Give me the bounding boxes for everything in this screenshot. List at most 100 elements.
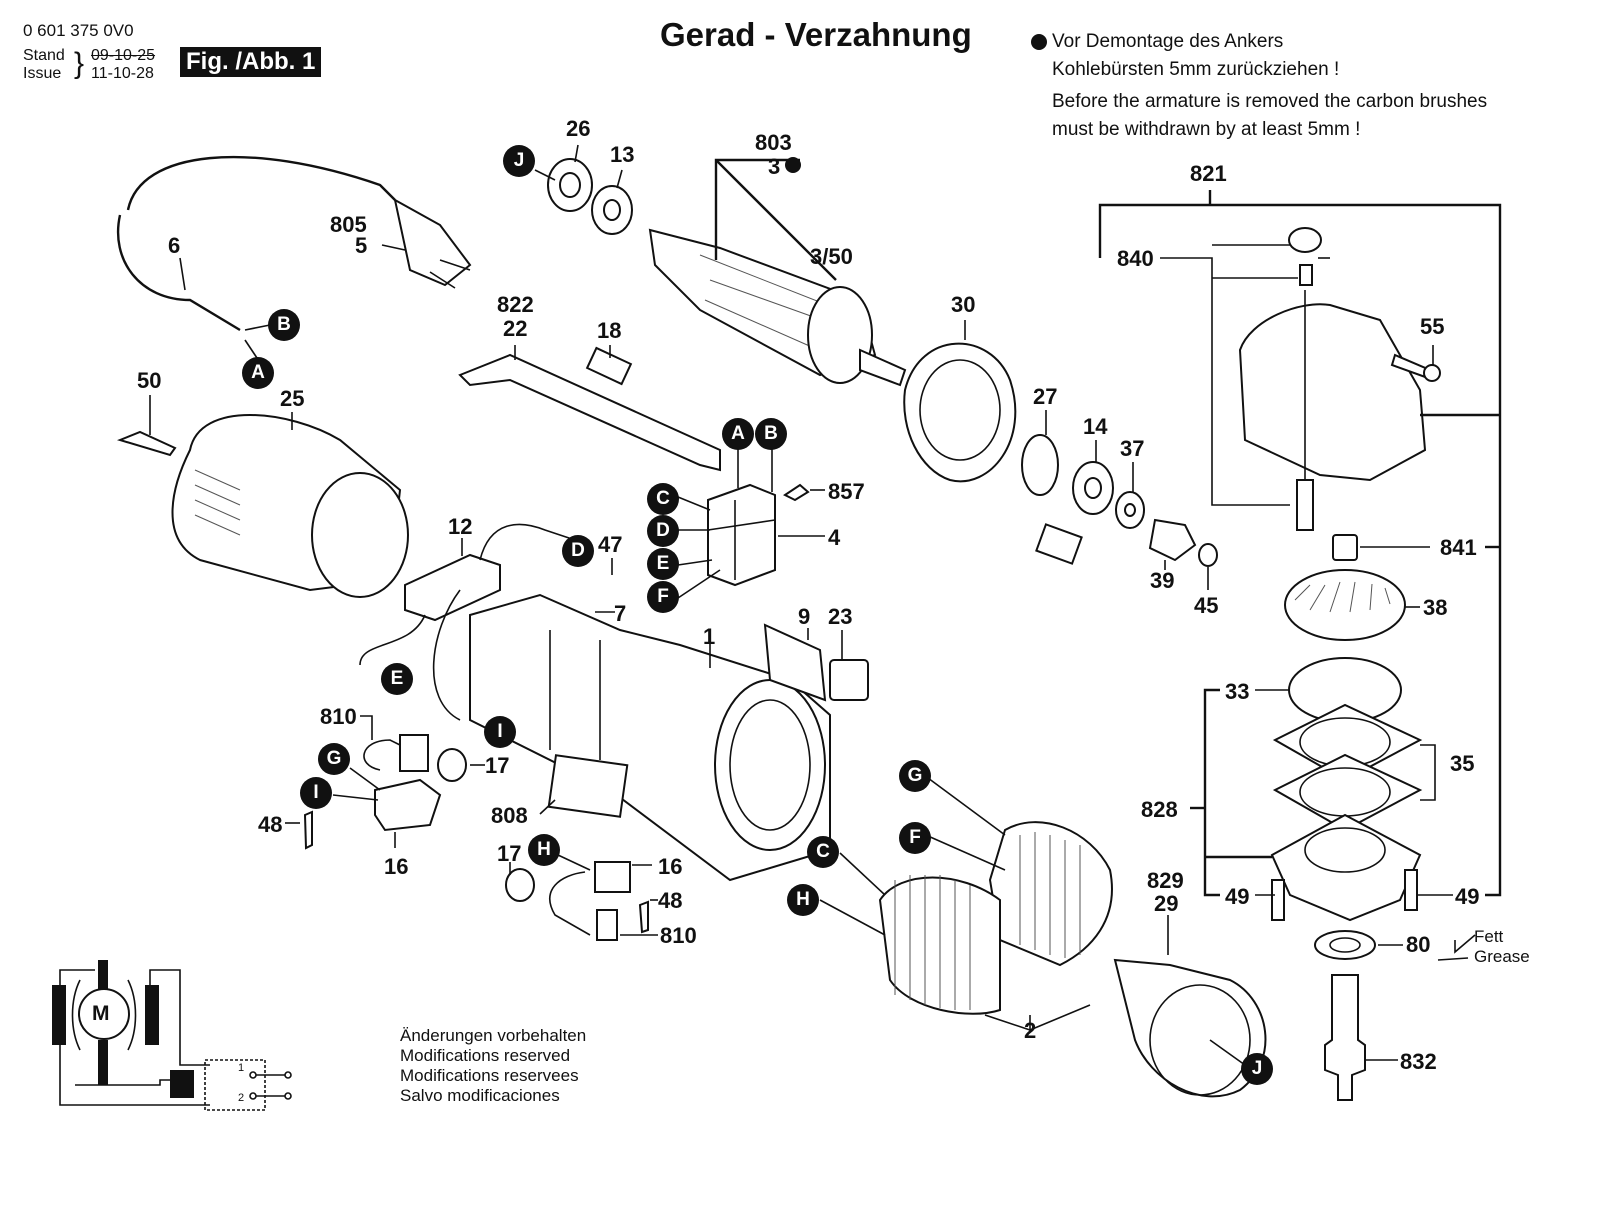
connection-marker-j: J — [1241, 1053, 1273, 1085]
mods-line-fr: Modifications reservees — [400, 1066, 579, 1085]
connection-marker-c: C — [647, 483, 679, 515]
part-label: 13 — [610, 142, 635, 167]
part-label: 7 — [614, 601, 627, 626]
connection-marker-i: I — [484, 716, 516, 748]
part-label: 821 — [1190, 161, 1227, 186]
part-label: 25 — [280, 386, 305, 411]
switch-block — [707, 483, 810, 587]
connection-marker-b: B — [755, 418, 787, 450]
part-label: 33 — [1225, 679, 1250, 704]
part-label: 55 — [1420, 314, 1445, 339]
part-label: 50 — [137, 368, 162, 393]
part-label: 12 — [448, 514, 473, 539]
switch-position-2: 2 — [238, 1092, 245, 1104]
field-coils — [819, 777, 1113, 1031]
part-label: 841 — [1440, 535, 1477, 560]
connection-marker-h: H — [528, 834, 560, 866]
motor-housing — [116, 414, 409, 598]
part-label: 832 — [1400, 1049, 1437, 1074]
part-label: 4 — [828, 525, 841, 550]
part-label: 49 — [1455, 884, 1480, 909]
mods-line-es: Salvo modificaciones — [400, 1086, 560, 1105]
wiring-schematic — [52, 960, 292, 1111]
connection-marker-e: E — [381, 663, 413, 695]
stand-label: Stand — [23, 47, 65, 64]
part-label: 805 — [330, 212, 367, 237]
part-label: 14 — [1083, 414, 1108, 439]
part-label: 6 — [168, 233, 181, 258]
page-title: Gerad - Verzahnung — [660, 16, 972, 53]
connection-marker-g: G — [899, 760, 931, 792]
gear-head — [1098, 190, 1502, 897]
connection-marker-h: H — [787, 884, 819, 916]
switch-rod — [458, 346, 721, 472]
connection-marker-d: D — [562, 535, 594, 567]
part-label: 840 — [1117, 246, 1154, 271]
grease-label-de: Fett — [1474, 927, 1504, 946]
brush-holders — [303, 734, 649, 941]
part-label: 16 — [658, 854, 683, 879]
modifications-note: Änderungen vorbehalten Modifications res… — [400, 1026, 586, 1106]
part-label: 23 — [828, 604, 853, 629]
connection-marker-b: B — [268, 309, 300, 341]
part-label: 27 — [1033, 384, 1058, 409]
bearing-set — [1021, 434, 1218, 567]
part-label: 822 — [497, 292, 534, 317]
mods-line-en: Modifications reserved — [400, 1046, 571, 1065]
part-label: 9 — [798, 604, 811, 629]
part-label: 829 — [1147, 868, 1184, 893]
connection-marker-j: J — [503, 145, 535, 177]
brace: } — [74, 47, 85, 80]
part-label: 47 — [598, 532, 623, 557]
part-label: 857 — [828, 479, 865, 504]
part-label: 828 — [1141, 797, 1178, 822]
spindle-guard — [1113, 958, 1267, 1098]
connection-marker-f: F — [899, 822, 931, 854]
part-label: 30 — [951, 292, 976, 317]
part-label: 17 — [485, 753, 510, 778]
armature — [547, 158, 907, 387]
mods-line-de: Änderungen vorbehalten — [400, 1026, 587, 1045]
fan-baffle — [903, 342, 1017, 483]
main-housing — [469, 593, 831, 882]
part-label: 810 — [320, 704, 357, 729]
part-label: 45 — [1194, 593, 1219, 618]
switch-position-1: 1 — [238, 1062, 245, 1074]
part-label: 48 — [658, 888, 683, 913]
part-label: 16 — [384, 854, 409, 879]
part-label: 17 — [497, 841, 522, 866]
grease-label-en: Grease — [1474, 947, 1530, 966]
part-label: 29 — [1154, 891, 1179, 916]
figure-label: Fig. /Abb. 1 — [180, 47, 322, 77]
bullet-icon — [1031, 34, 1047, 50]
part-label: 1 — [703, 624, 716, 649]
part-label: 2 — [1024, 1018, 1037, 1043]
part-label: 37 — [1120, 436, 1145, 461]
note-en-line1: Before the armature is removed the carbo… — [1052, 91, 1488, 112]
part-label: 22 — [503, 316, 528, 341]
connection-marker-f: F — [647, 581, 679, 613]
new-issue-date: 11-10-28 — [91, 65, 154, 82]
part-label: 808 — [491, 803, 528, 828]
note-de-line1: Vor Demontage des Ankers — [1052, 31, 1284, 52]
part-label: 3 — [768, 154, 781, 179]
connection-marker-a: A — [722, 418, 754, 450]
part-label: 26 — [566, 116, 591, 141]
power-cord — [116, 155, 472, 332]
connection-marker-e: E — [647, 548, 679, 580]
connection-marker-i: I — [300, 777, 332, 809]
old-issue-date: 09-10-25 — [91, 47, 156, 64]
note-en-line2: must be withdrawn by at least 5mm ! — [1052, 119, 1361, 140]
brush-cover — [763, 623, 869, 702]
part-label: 48 — [258, 812, 283, 837]
part-label: 810 — [660, 923, 697, 948]
part-label: 38 — [1423, 595, 1448, 620]
part-label: 803 — [755, 130, 792, 155]
part-label: 18 — [597, 318, 622, 343]
part-label: 3/50 — [810, 244, 853, 269]
part-label: 49 — [1225, 884, 1250, 909]
connection-marker-d: D — [647, 515, 679, 547]
part-label: 35 — [1450, 751, 1475, 776]
part-label: 80 — [1406, 932, 1431, 957]
